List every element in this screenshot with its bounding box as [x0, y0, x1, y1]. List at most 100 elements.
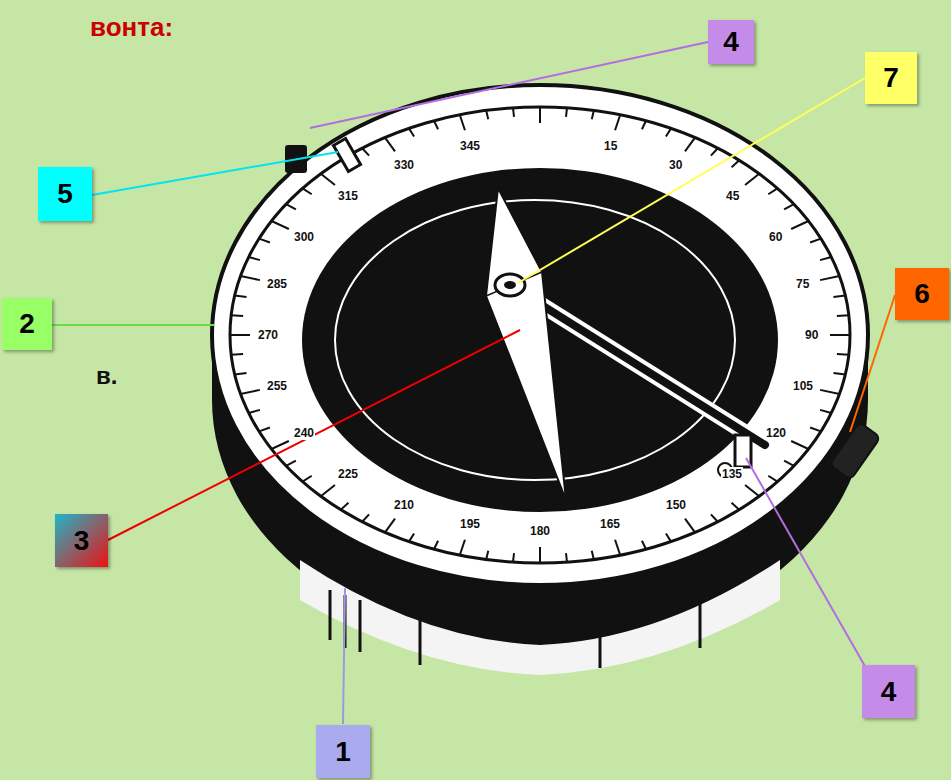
- dial-number: 75: [795, 277, 810, 291]
- dial-tick: [642, 541, 646, 549]
- dial-number: 300: [293, 230, 315, 244]
- dial-number: 120: [765, 426, 787, 440]
- dial-tick: [666, 533, 671, 541]
- dial-tick: [460, 115, 465, 130]
- text-fragment: в.: [96, 362, 117, 390]
- dial-tick: [409, 533, 414, 541]
- dial-tick: [286, 461, 296, 466]
- callout-box: 7: [865, 52, 917, 104]
- dial-tick: [566, 108, 567, 117]
- callout-number: 2: [19, 308, 35, 340]
- dial-tick: [830, 334, 850, 336]
- dial-number: 135: [721, 467, 743, 481]
- dial-tick: [820, 276, 839, 280]
- dial-tick: [230, 334, 250, 336]
- dial-ring: [230, 107, 850, 563]
- dial-tick: [235, 373, 247, 375]
- dial-tick: [321, 174, 335, 185]
- dial-tick: [303, 188, 312, 194]
- dial-tick: [235, 295, 247, 297]
- dial-tick: [539, 107, 541, 123]
- dial-tick: [249, 257, 260, 260]
- dial-tick: [259, 239, 270, 243]
- dial-tick: [303, 476, 312, 482]
- dial-tick: [745, 174, 759, 185]
- dial-tick: [784, 204, 794, 209]
- dial-tick: [486, 110, 488, 119]
- callout-box: 5: [38, 167, 92, 221]
- dial-tick: [321, 485, 335, 496]
- dial-tick: [362, 514, 369, 521]
- dial-tick: [833, 373, 845, 375]
- dial-tick: [837, 314, 849, 317]
- dial-tick: [732, 503, 740, 510]
- dial-tick: [341, 503, 349, 510]
- dial-number: 60: [768, 230, 783, 244]
- dial-number: 165: [599, 517, 621, 531]
- dial-tick: [231, 353, 243, 356]
- dial-tick: [272, 441, 289, 449]
- dial-tick: [711, 514, 718, 521]
- callout-number: 5: [57, 178, 73, 210]
- dial-number: 240: [293, 426, 315, 440]
- callout-box: 6: [895, 268, 949, 320]
- dial-number: 45: [725, 189, 740, 203]
- dial-tick: [820, 257, 831, 260]
- dial-tick: [592, 551, 594, 560]
- brake-lever: [829, 422, 880, 480]
- dial-tick: [685, 138, 695, 152]
- dial-tick: [539, 547, 541, 563]
- dial-number: 90: [804, 328, 819, 342]
- callout-box: 3: [55, 514, 108, 567]
- dial-tick: [409, 128, 414, 136]
- callout-box: 4: [708, 20, 754, 64]
- pivot-center: [504, 281, 516, 289]
- dial-number: 15: [603, 139, 618, 153]
- heading-fragment: вонта:: [90, 12, 173, 43]
- compass-rim: [212, 85, 868, 585]
- callout-number: 1: [335, 736, 351, 768]
- dial-number: 330: [393, 158, 415, 172]
- leader-lines: [50, 42, 895, 724]
- dial-tick: [434, 121, 438, 129]
- dial-tick: [784, 461, 794, 466]
- dial-number: 225: [337, 467, 359, 481]
- dial-tick: [592, 110, 594, 119]
- dial-tick: [791, 221, 808, 229]
- dial-tick: [768, 476, 777, 482]
- dial-number: 210: [393, 498, 415, 512]
- dial-tick: [566, 553, 567, 562]
- needle-pivot: [495, 274, 525, 296]
- dial-number: 345: [459, 139, 481, 153]
- callout-number: 7: [883, 62, 899, 94]
- dial-tick: [286, 204, 296, 209]
- callout-number: 6: [914, 278, 930, 310]
- dial-tick: [810, 428, 821, 432]
- dial-tick: [486, 551, 488, 560]
- dial-tick: [711, 148, 718, 155]
- dial-tick: [820, 410, 831, 413]
- dial-tick: [642, 121, 646, 129]
- dial-number: 270: [257, 328, 279, 342]
- dial-tick: [241, 390, 260, 394]
- dial-number: 180: [529, 524, 551, 538]
- dial-tick: [820, 390, 839, 394]
- dial-tick: [513, 108, 514, 117]
- dial-face: [302, 168, 778, 512]
- dial-tick: [837, 353, 849, 356]
- dial-number: 195: [459, 517, 481, 531]
- dial-tick: [362, 148, 369, 155]
- dial-tick: [249, 410, 260, 413]
- dial-number: 150: [665, 498, 687, 512]
- dial-number: 255: [266, 379, 288, 393]
- dial-tick: [685, 519, 695, 533]
- dial-tick: [666, 128, 671, 136]
- dial-tick: [615, 115, 620, 130]
- dial-tick: [385, 138, 395, 152]
- callout-number: 4: [723, 26, 739, 58]
- dial-tick: [745, 485, 759, 496]
- callout-box: 2: [2, 298, 52, 350]
- dial-tick: [833, 295, 845, 297]
- callout-number: 4: [881, 676, 897, 708]
- dial-number: 30: [668, 158, 683, 172]
